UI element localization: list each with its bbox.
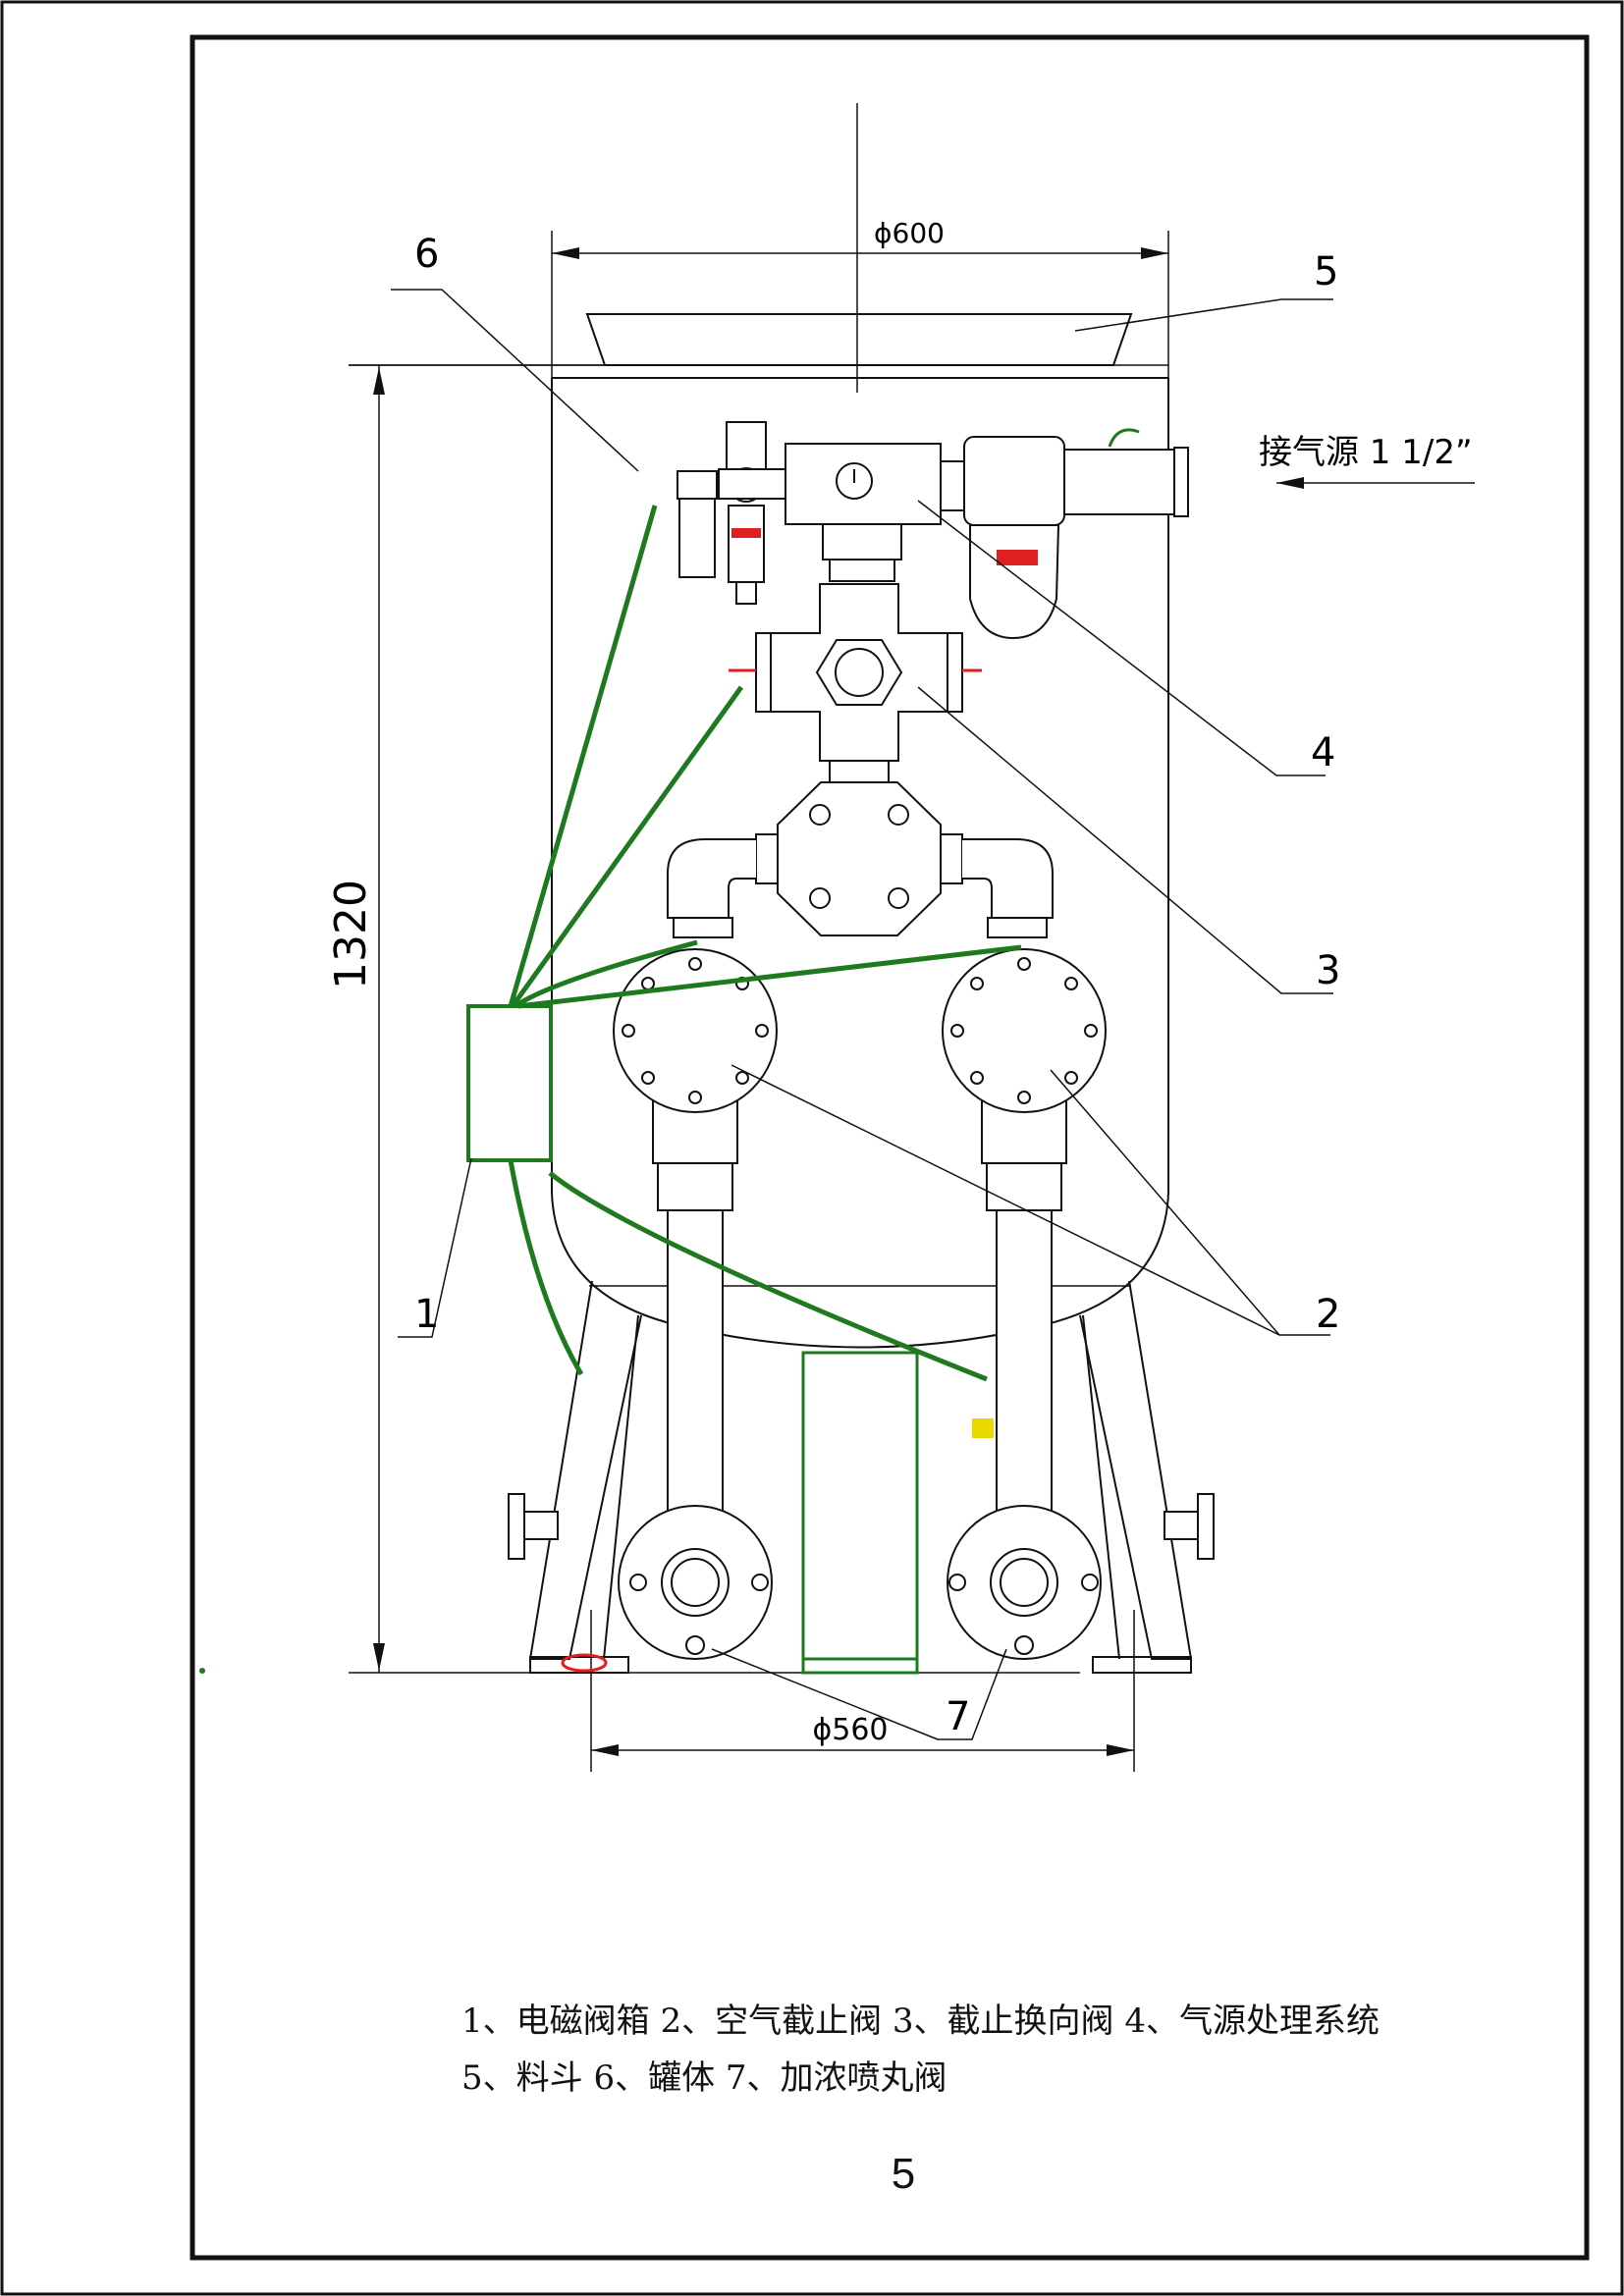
callout-2: 2 xyxy=(1316,1292,1340,1337)
bottom-diameter-dimension: ϕ560 xyxy=(590,1610,1135,1772)
callout-6: 6 xyxy=(414,232,439,277)
handwheels xyxy=(508,1493,1215,1560)
callout-4: 4 xyxy=(1311,730,1335,775)
legend-line-1: 1、电磁阀箱 2、空气截止阀 3、截止换向阀 4、气源处理系统 xyxy=(461,2002,1380,2041)
support-legs xyxy=(528,1280,1193,1674)
air-inlet-arrow: 接气源 1 1/2” xyxy=(1259,433,1475,489)
right-shot-valve xyxy=(947,1505,1102,1660)
right-air-shutoff-valve xyxy=(942,948,1107,1540)
callout-labels: 6 5 4 3 2 1 7 xyxy=(414,232,1340,1739)
callout-1: 1 xyxy=(414,1292,439,1337)
air-lines xyxy=(508,505,1022,1382)
air-source-valve-block xyxy=(785,428,1189,640)
callout-3: 3 xyxy=(1316,948,1340,993)
yellow-marker xyxy=(972,1418,994,1438)
top-diameter-label: ϕ600 xyxy=(874,217,945,249)
parts-legend: 1、电磁阀箱 2、空气截止阀 3、截止换向阀 4、气源处理系统 5、料斗 6、罐… xyxy=(461,1993,1424,2107)
color-accents xyxy=(561,668,982,1673)
left-air-shutoff-valve xyxy=(613,948,778,1540)
callout-5: 5 xyxy=(1314,249,1338,294)
solenoid-valve-box xyxy=(466,1004,553,1162)
height-dimension: 1320 xyxy=(326,364,1080,1674)
cross-reversing-valve xyxy=(755,583,963,783)
green-dot xyxy=(199,1668,205,1674)
callout-7: 7 xyxy=(946,1694,970,1739)
hopper xyxy=(585,313,1133,366)
left-shot-valve xyxy=(618,1505,773,1660)
bottom-tube xyxy=(801,1351,919,1675)
top-diameter-dimension: ϕ600 xyxy=(551,217,1169,378)
inner-frame xyxy=(189,34,1590,2261)
bottom-diameter-label: ϕ560 xyxy=(812,1713,888,1747)
air-filter-regulator xyxy=(677,421,788,605)
height-label: 1320 xyxy=(326,880,376,989)
legend-line-2: 5、料斗 6、罐体 7、加浓喷丸阀 xyxy=(461,2058,947,2098)
leader-lines xyxy=(391,289,1333,1740)
octagon-manifold xyxy=(667,781,1054,938)
air-source-label: 接气源 1 1/2” xyxy=(1259,433,1473,472)
page-number: 5 xyxy=(891,2150,916,2198)
